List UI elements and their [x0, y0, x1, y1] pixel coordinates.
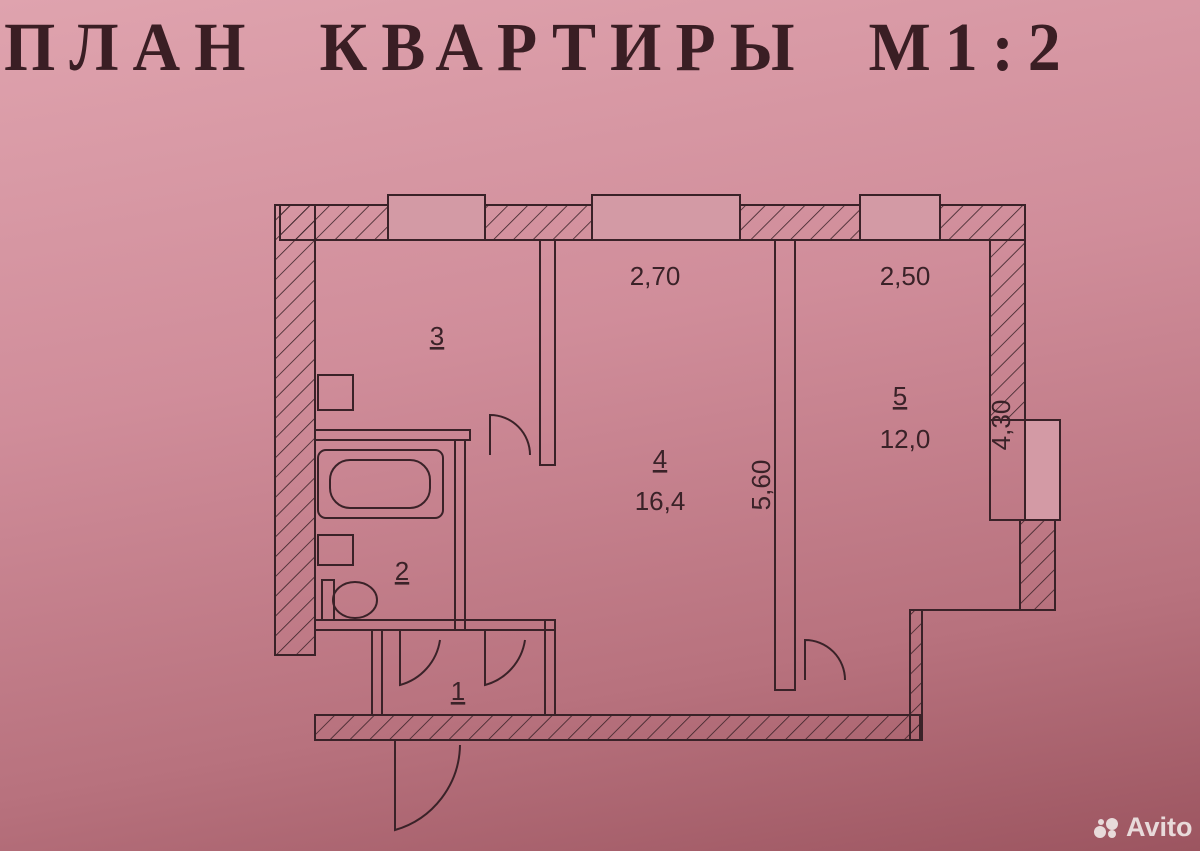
room-4-number: 4 — [653, 444, 667, 474]
room-2-number: 2 — [395, 556, 409, 586]
avito-text: Avito — [1126, 812, 1193, 842]
room-4-width: 2,70 — [630, 261, 681, 291]
toilet-tank — [321, 579, 335, 621]
interior-walls — [314, 239, 1021, 832]
avito-watermark: Avito — [1094, 812, 1193, 843]
title-scale: М1:2 — [868, 9, 1075, 86]
bathtub — [317, 449, 444, 519]
room-5-area: 12,0 — [880, 424, 931, 454]
room-3-number: 3 — [430, 321, 444, 351]
title-word-plan: ПЛАН — [4, 9, 260, 86]
door-room5 — [804, 638, 846, 681]
windows — [387, 194, 1061, 521]
room-5-length: 4,30 — [986, 400, 1016, 451]
avito-dots-icon — [1094, 817, 1118, 838]
toilet — [332, 581, 378, 619]
door-room4 — [484, 630, 526, 687]
room-1-number: 1 — [451, 676, 465, 706]
plan-title: ПЛАН КВАРТИРЫ М1:2 — [4, 8, 1135, 88]
sink-bathroom — [317, 534, 354, 566]
sink-room3 — [317, 374, 354, 411]
entrance-door — [394, 740, 461, 832]
door-room3 — [489, 413, 531, 456]
room-5-number: 5 — [893, 381, 907, 411]
room-4-length: 5,60 — [746, 460, 776, 511]
door-bathroom — [399, 630, 441, 687]
title-word-apartment: КВАРТИРЫ — [319, 9, 809, 86]
room-4-area: 16,4 — [635, 486, 686, 516]
bathtub-basin — [329, 459, 431, 509]
room-5-width: 2,50 — [880, 261, 931, 291]
